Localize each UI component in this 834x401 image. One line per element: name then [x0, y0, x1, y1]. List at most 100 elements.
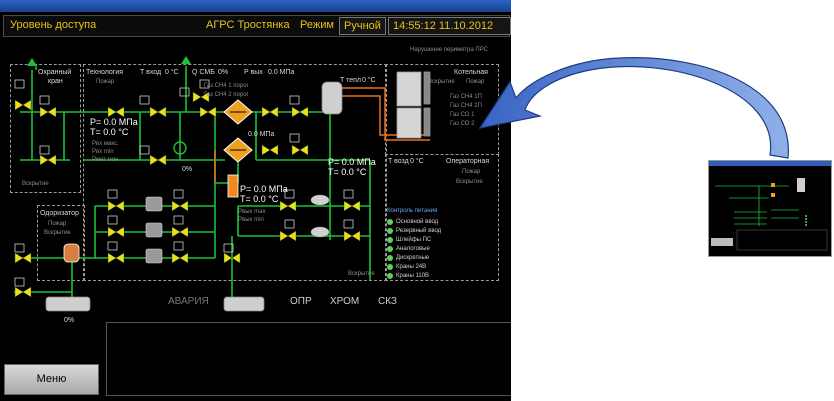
access-level-label[interactable]: Уровень доступа: [10, 19, 97, 31]
p-out-min: Pвых min: [238, 217, 264, 223]
gas-ch4-threshold-1: Газ СН4 1 порог: [204, 83, 249, 89]
valve-icon: [14, 252, 32, 264]
power-item-label: Резервный ввод: [396, 228, 442, 234]
boiler-units: [396, 71, 431, 139]
status-dot: [387, 237, 393, 243]
valve-icon: [171, 252, 189, 264]
p-left-readout: P= 0.0 МПа: [90, 117, 138, 127]
odorizer-opening: Вскрытие: [44, 230, 71, 236]
operator-opening: Вскрытие: [456, 179, 483, 185]
technology-title: Технология: [86, 69, 124, 76]
boiler-co-2: Газ СО 2: [450, 121, 475, 127]
guard-crane-title: Охранный: [38, 69, 72, 76]
technology-zone: [83, 64, 387, 281]
power-item-label: Дискретные: [396, 255, 430, 261]
p-out-max: Pвых max: [238, 209, 266, 215]
valve-icon: [14, 286, 32, 298]
menu-button[interactable]: Меню: [4, 364, 99, 395]
boiler-gas-2: Газ СН4 2П: [450, 103, 482, 109]
meters: [145, 196, 163, 264]
valve-icon: [261, 144, 279, 156]
status-dot: [387, 264, 393, 270]
tanks: [45, 81, 343, 312]
valve-icon: [279, 200, 297, 212]
skz-button[interactable]: СКЗ: [378, 296, 397, 307]
t-left-readout: T= 0.0 °C: [90, 127, 129, 137]
valve-icon: [199, 106, 217, 118]
p-in-max: Pвх макс.: [92, 141, 119, 147]
valve-icon: [107, 200, 125, 212]
title-bar: Уровень доступа АГРС Тростянка Режим Руч…: [3, 15, 511, 37]
status-dot: [387, 273, 393, 279]
power-item-label: Основной ввод: [396, 219, 439, 225]
screen-thumbnail[interactable]: [708, 160, 832, 257]
valve-icon: [107, 106, 125, 118]
boiler-temp-value: 0 °C: [362, 77, 376, 84]
perimeter-alert: Нарушение периметра ПРС: [410, 47, 488, 53]
mode-value[interactable]: Ручной: [339, 17, 386, 35]
odorizer-zone: [37, 205, 85, 281]
boiler-title: Котельная: [454, 69, 488, 76]
guard-crane-title2: кран: [48, 78, 63, 85]
opr-button[interactable]: ОПР: [290, 296, 312, 307]
q-label: Q СМБ: [192, 69, 215, 76]
t-mid-readout: T= 0.0 °C: [240, 194, 279, 204]
datetime-readout: 14:55:12 11.10.2012: [388, 17, 511, 35]
valve-icon: [14, 99, 32, 111]
status-dot: [387, 219, 393, 225]
mode-label: Режим: [300, 19, 334, 31]
boiler-temp-label: T тепл: [340, 77, 361, 84]
return-arrow: [478, 57, 789, 159]
valve-icon: [171, 200, 189, 212]
valve-icon: [171, 226, 189, 238]
valve-icon: [261, 106, 279, 118]
valve-icon: [149, 106, 167, 118]
alarm-indicator[interactable]: АВАРИЯ: [168, 296, 209, 307]
power-control-title: Контроль питания: [387, 208, 438, 214]
power-item-label: Шлейфы ПС: [396, 237, 432, 243]
station-name: АГРС Тростянка: [206, 19, 290, 31]
status-dot: [387, 255, 393, 261]
valves-layer: [14, 79, 361, 298]
boiler-fire: Пожар: [466, 79, 485, 85]
valve-icon: [149, 154, 167, 166]
guard-crane-zone: [10, 64, 81, 193]
valve-percent: 0%: [182, 166, 193, 173]
p-out-label: P вых: [244, 69, 263, 76]
gas-ch4-threshold-2: Газ СН4 2 порог: [204, 92, 249, 98]
odorizer-level: 0%: [64, 317, 75, 324]
p-right-readout: P= 0.0 МПа: [328, 157, 376, 167]
odorizer-fire: Пожар: [48, 221, 67, 227]
p-out-value: 0.0 МПа: [268, 69, 295, 76]
odorizer-title: Одоризатор: [40, 210, 79, 217]
operator-temp-value: 0 °C: [410, 158, 424, 165]
valve-icon: [192, 91, 210, 103]
boiler-gas-1: Газ СН4 1П: [450, 94, 482, 100]
thumbnail-title-bar: [709, 161, 831, 166]
operator-title: Операторная: [446, 158, 490, 165]
power-item-label: Краны 24В: [396, 264, 427, 270]
window-top-strip: [0, 0, 511, 12]
hrom-button[interactable]: ХРОМ: [330, 296, 360, 307]
valve-icon: [291, 106, 309, 118]
p-met-min: Pмет мин: [92, 157, 119, 163]
technology-fire: Пожар: [96, 79, 115, 85]
q-value: 0%: [218, 69, 229, 76]
operator-fire: Пожар: [462, 169, 481, 175]
valve-icon: [39, 106, 57, 118]
t-right-readout: T= 0.0 °C: [328, 167, 367, 177]
valve-icon: [223, 252, 241, 264]
message-panel: [106, 322, 511, 396]
t-in-label: T вход: [140, 69, 162, 76]
operator-temp-label: T возд: [388, 158, 409, 165]
valve-icon: [291, 144, 309, 156]
valve-icon: [107, 226, 125, 238]
filter-pressure: 0.0 МПа: [248, 131, 275, 138]
boiler-co-1: Газ СО 1: [450, 112, 475, 118]
valve-icon: [343, 200, 361, 212]
valve-icon: [279, 230, 297, 242]
guard-crane-opening: Вскрытие: [22, 181, 49, 187]
filter-elements: [223, 99, 253, 163]
valve-icon: [39, 154, 57, 166]
status-dot: [387, 228, 393, 234]
